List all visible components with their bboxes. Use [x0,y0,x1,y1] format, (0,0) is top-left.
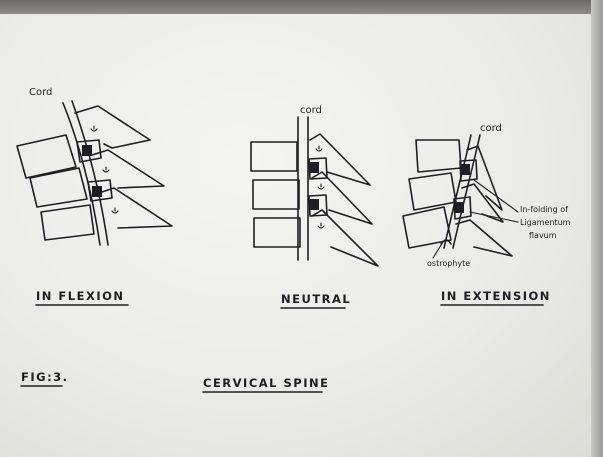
figure-number: FIG:3. [21,370,69,384]
flexion-foramen-mark-2 [103,167,109,172]
neutral-spinous-process-3 [312,210,378,266]
flexion-cord-label: Cord [29,87,52,98]
neutral-facet-1 [310,162,319,173]
extension-osteophyte-label: ostrophyte [427,259,470,268]
neutral-vertebral-body-2 [253,180,299,209]
flexion-facet-1 [82,145,92,156]
flexion-caption: IN FLEXION [36,289,125,303]
extension-vertebral-body-2 [409,173,456,210]
neutral-vertebral-body-1 [251,142,297,171]
flexion-facet-2 [92,186,102,197]
flexion-diagram: Cord [17,87,172,245]
extension-diagram: cord In-folding of Ligamentum flavum ost… [403,123,571,268]
figure-title: CERVICAL SPINE [203,376,329,390]
extension-caption: IN EXTENSION [441,289,551,303]
flexion-foramen-mark-3 [112,208,118,213]
extension-annotation-line1: In-folding of [520,205,568,214]
extension-annotation-line2: Ligamentum [520,218,571,227]
flexion-vertebral-body-1 [17,135,76,178]
neutral-diagram: cord [251,105,378,266]
extension-facet-1 [461,164,470,175]
neutral-foramen-mark-2 [318,184,324,189]
neutral-spinous-process-2 [312,172,372,224]
extension-spinous-process-1 [467,146,502,210]
neutral-cord-label: cord [300,105,322,116]
flexion-vertebral-body-2 [30,168,87,207]
flexion-foramen-mark-1 [91,126,97,131]
extension-leader-line-1 [474,180,518,212]
flexion-cord-line-right [72,101,108,245]
neutral-foramen-mark-1 [316,146,322,151]
extension-vertebral-body-1 [416,140,461,172]
extension-vertebral-body-3 [403,207,451,248]
flexion-spinous-process-2 [92,150,164,188]
flexion-spinous-process-3 [102,188,172,228]
neutral-foramen-mark-3 [318,223,324,228]
extension-spinous-process-3 [456,220,512,256]
extension-annotation-line3: flavum [529,231,557,240]
extension-cord-label: cord [480,123,502,134]
extension-facet-2 [455,202,464,213]
flexion-vertebral-body-3 [41,205,94,240]
neutral-facet-2 [310,199,319,210]
extension-leader-line-2 [470,212,518,222]
extension-osteophyte-leader [433,242,443,258]
neutral-caption: NEUTRAL [281,292,351,306]
neutral-vertebral-body-3 [254,218,300,247]
neutral-spinous-process-1 [310,134,370,185]
